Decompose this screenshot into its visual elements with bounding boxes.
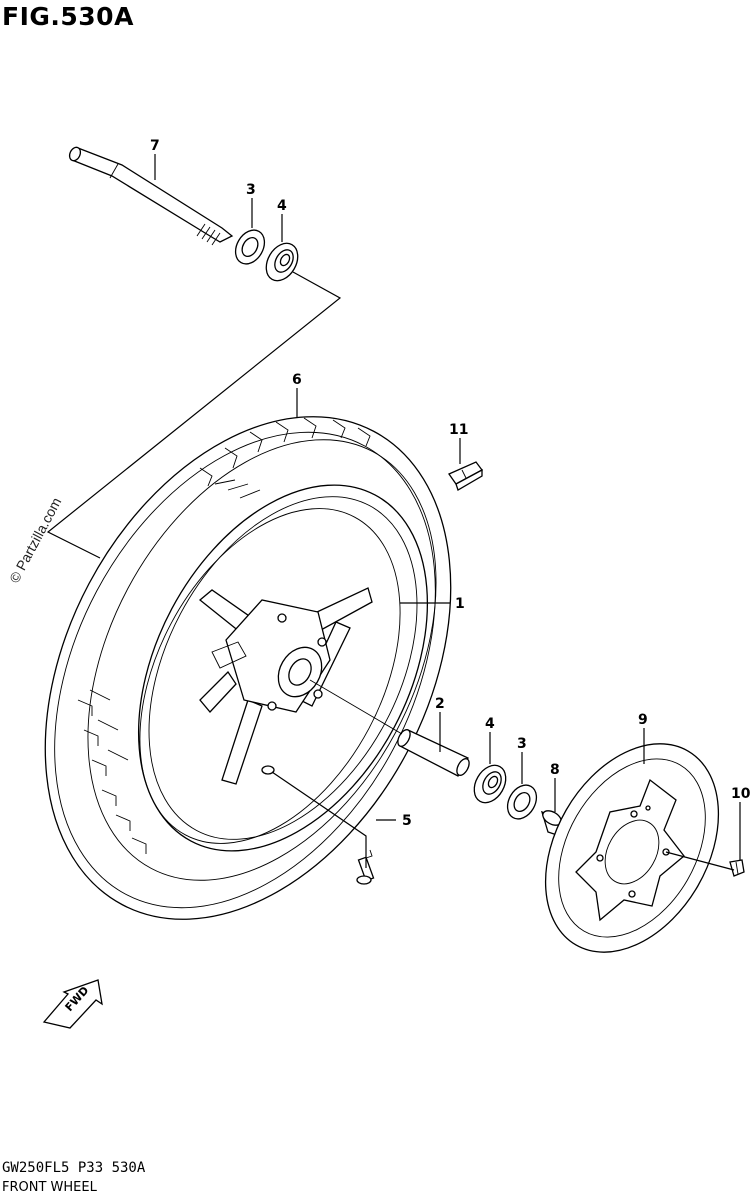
callout-4-bottom: 4: [485, 716, 495, 732]
spacer-part-2[interactable]: [395, 728, 471, 778]
oil-seal-part-3-top[interactable]: [230, 225, 271, 269]
callout-6: 6: [292, 372, 302, 388]
axle-part-7[interactable]: [68, 146, 234, 246]
callout-5: 5: [402, 813, 412, 829]
callout-3-top: 3: [246, 182, 256, 198]
leader-bracket-axle: [46, 271, 342, 559]
callout-11: 11: [449, 422, 468, 438]
callout-10: 10: [731, 786, 751, 802]
oil-seal-part-3-bottom[interactable]: [502, 780, 543, 824]
fwd-arrow-icon: FWD: [42, 979, 103, 1029]
callout-8: 8: [550, 762, 560, 778]
callout-9: 9: [638, 712, 648, 728]
callout-leaders: [154, 154, 741, 871]
callout-labels: 7 3 4 6 11 1 2 4 3 9 8 5 10: [150, 138, 751, 829]
figure-code: GW250FL5 P33 530A: [2, 1160, 146, 1176]
callout-1: 1: [455, 596, 465, 612]
bearing-part-4-bottom[interactable]: [468, 760, 512, 809]
bolt-part-10[interactable]: [729, 859, 745, 877]
figure-title: FIG.530A: [2, 2, 134, 31]
callout-4-top: 4: [277, 198, 287, 214]
figure-caption: FRONT WHEEL: [2, 1180, 97, 1195]
valve-part-5[interactable]: [356, 849, 375, 885]
leader-bracket-valve: [271, 771, 367, 868]
brake-disc-part-9[interactable]: [510, 713, 754, 983]
bearing-part-4-top[interactable]: [260, 238, 304, 287]
callout-7: 7: [150, 138, 160, 154]
balancer-part-11[interactable]: [448, 461, 483, 491]
callout-3-bottom: 3: [517, 736, 527, 752]
callout-2: 2: [435, 696, 445, 712]
wheel-hub: [211, 599, 331, 713]
